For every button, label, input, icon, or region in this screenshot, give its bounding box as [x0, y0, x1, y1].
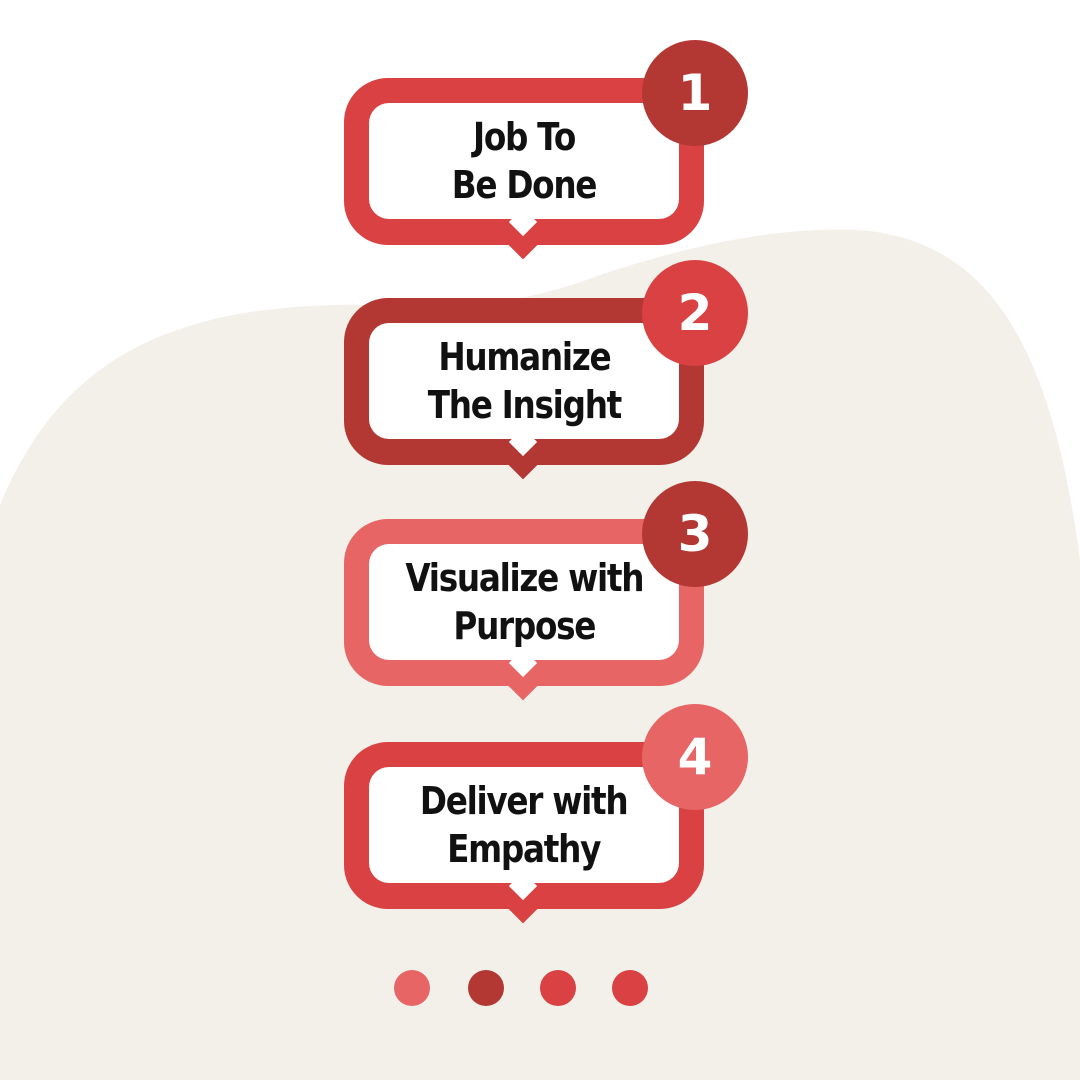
step-card: Visualize with Purpose: [369, 544, 679, 660]
step-3: Visualize with Purpose 3: [344, 481, 749, 709]
step-title: Deliver with Empathy: [420, 777, 629, 873]
pagination-dots: [394, 970, 664, 1006]
step-card: Humanize The Insight: [369, 323, 679, 439]
pagination-dot[interactable]: [468, 970, 504, 1006]
step-title-line-1: Humanize: [437, 335, 611, 379]
step-4: Deliver with Empathy 4: [344, 704, 749, 932]
step-title-line-1: Job To: [472, 115, 576, 159]
step-card: Job To Be Done: [369, 103, 679, 219]
pagination-dot[interactable]: [612, 970, 648, 1006]
step-2: Humanize The Insight 2: [344, 260, 749, 488]
step-title-line-2: Empathy: [447, 827, 601, 871]
pagination-dot[interactable]: [394, 970, 430, 1006]
step-1: Job To Be Done 1: [344, 40, 749, 268]
step-title: Visualize with Purpose: [405, 554, 644, 650]
step-title-line-2: The Insight: [427, 383, 622, 427]
step-number-badge: 4: [642, 704, 748, 810]
pagination-dot[interactable]: [540, 970, 576, 1006]
step-number-badge: 2: [642, 260, 748, 366]
step-number-badge: 3: [642, 481, 748, 587]
step-title: Job To Be Done: [451, 113, 598, 209]
step-title: Humanize The Insight: [427, 333, 622, 429]
step-title-line-1: Deliver with: [420, 779, 629, 823]
step-number-badge: 1: [642, 40, 748, 146]
step-title-line-2: Be Done: [451, 163, 598, 207]
step-title-line-2: Purpose: [453, 604, 596, 648]
step-card: Deliver with Empathy: [369, 767, 679, 883]
step-title-line-1: Visualize with: [405, 556, 644, 600]
